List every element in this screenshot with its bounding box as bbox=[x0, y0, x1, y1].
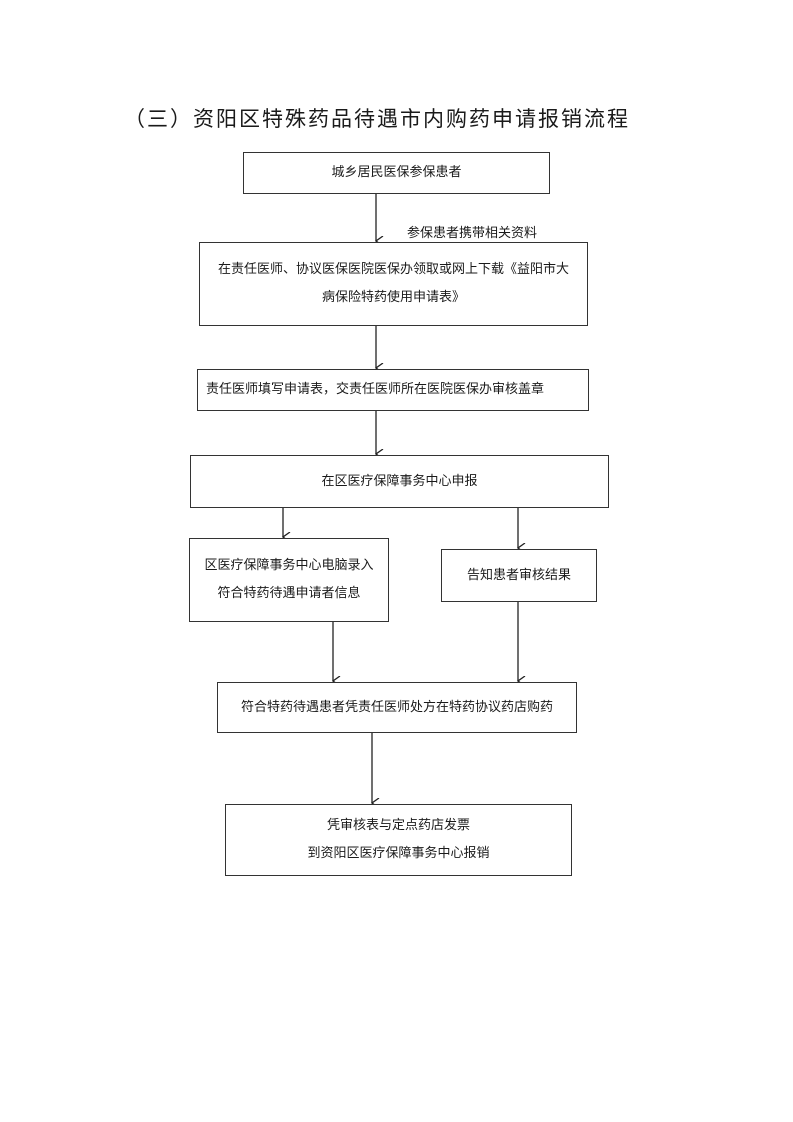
node-computer-entry-line-1: 区医疗保障事务中心电脑录入 bbox=[204, 558, 374, 573]
node-collect-form-line-1: 在责任医师、协议医保医院医保办领取或网上下载《益阳市大 bbox=[217, 262, 569, 277]
node-declare-text: 在区医疗保障事务中心申报 bbox=[321, 473, 478, 489]
node-reimburse: 凭审核表与定点药店发票 到资阳区医疗保障事务中心报销 bbox=[225, 804, 572, 876]
edge-label-patient-to-collect: 参保患者携带相关资料 bbox=[407, 226, 538, 241]
node-reimburse-line-2: 到资阳区医疗保障事务中心报销 bbox=[307, 846, 490, 861]
node-purchase: 符合特药待遇患者凭责任医师处方在特药协议药店购药 bbox=[217, 682, 577, 733]
node-reimburse-line-1: 凭审核表与定点药店发票 bbox=[326, 818, 470, 833]
node-patient: 城乡居民医保参保患者 bbox=[243, 152, 550, 194]
page-title: （三）资阳区特殊药品待遇市内购药申请报销流程 bbox=[124, 107, 630, 131]
node-fill-form: 责任医师填写申请表，交责任医师所在医院医保办审核盖章 bbox=[197, 369, 589, 411]
node-declare: 在区医疗保障事务中心申报 bbox=[190, 455, 609, 508]
node-patient-text: 城乡居民医保参保患者 bbox=[331, 165, 462, 180]
node-notify: 告知患者审核结果 bbox=[441, 549, 597, 602]
node-notify-text: 告知患者审核结果 bbox=[466, 567, 571, 583]
node-collect-form-line-2: 病保险特药使用申请表》 bbox=[321, 290, 465, 305]
node-collect-form: 在责任医师、协议医保医院医保办领取或网上下载《益阳市大 病保险特药使用申请表》 bbox=[199, 242, 588, 326]
node-purchase-text: 符合特药待遇患者凭责任医师处方在特药协议药店购药 bbox=[240, 699, 553, 715]
node-computer-entry: 区医疗保障事务中心电脑录入 符合特药待遇申请者信息 bbox=[189, 538, 389, 622]
node-computer-entry-line-2: 符合特药待遇申请者信息 bbox=[217, 586, 361, 601]
node-fill-form-text: 责任医师填写申请表，交责任医师所在医院医保办审核盖章 bbox=[206, 382, 545, 397]
